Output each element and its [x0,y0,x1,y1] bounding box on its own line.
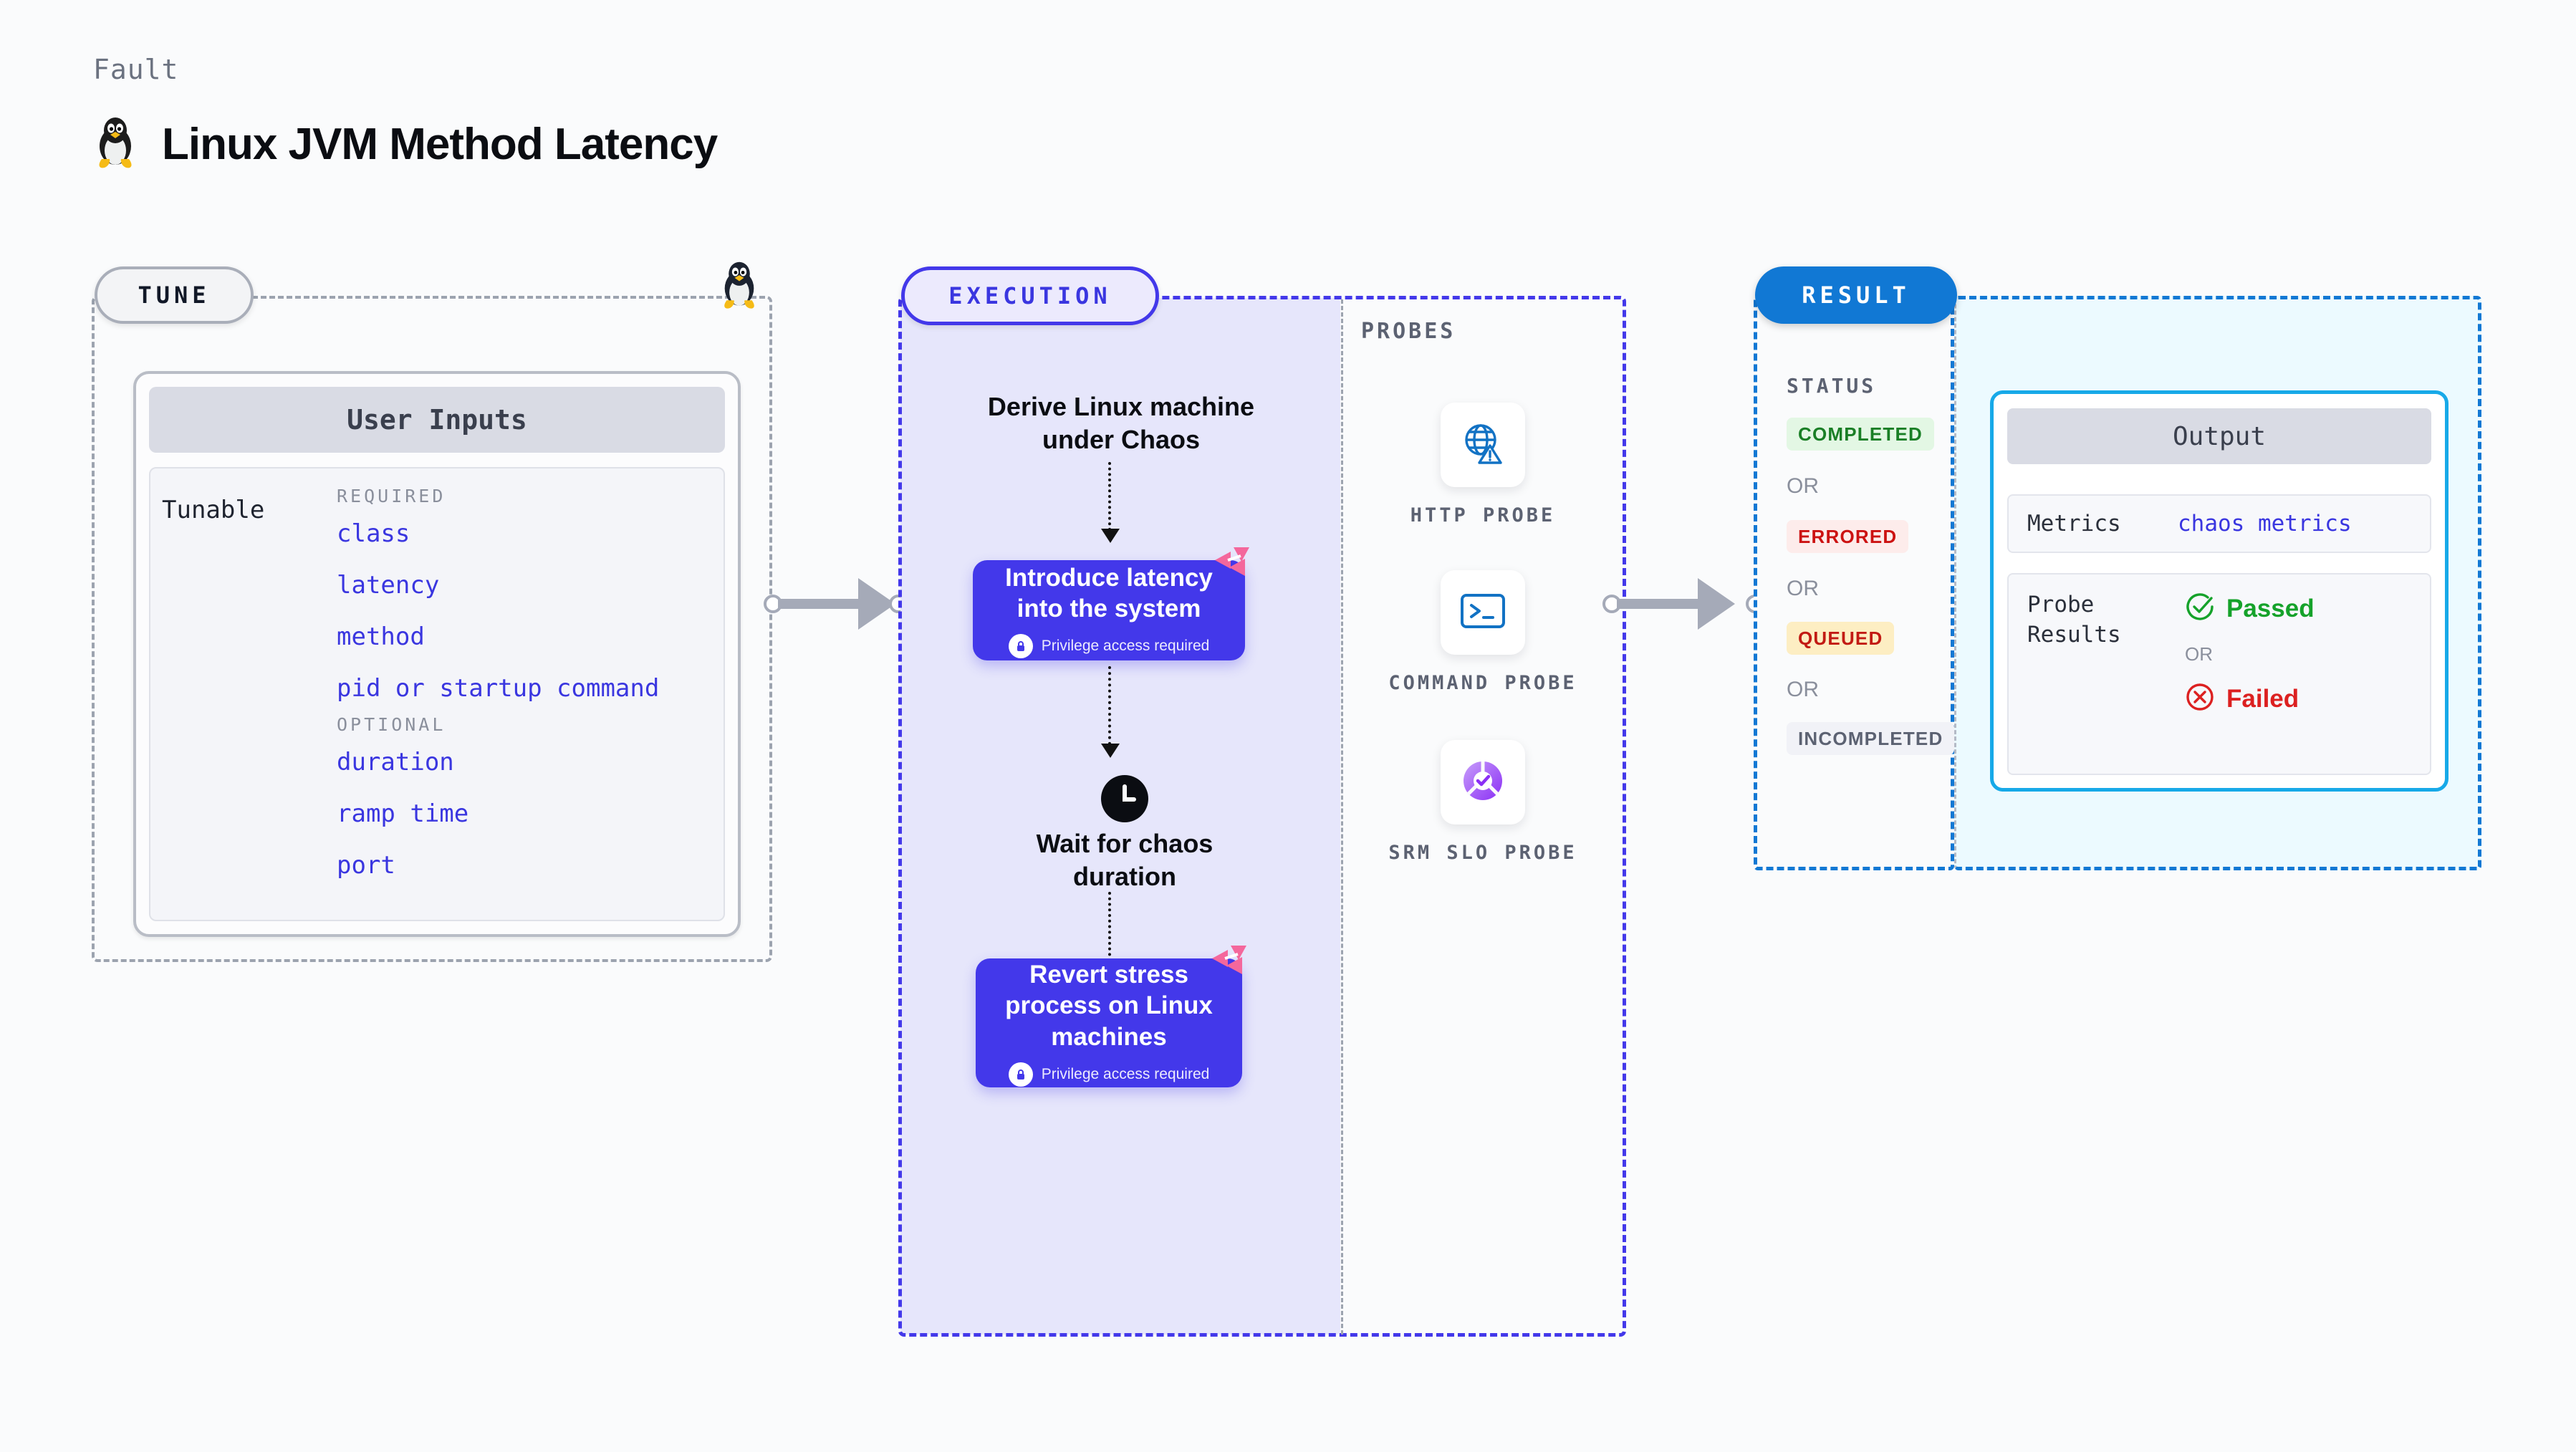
derive-machine-text: Derive Linux machine under Chaos [987,392,1255,455]
probe-results-row: Probe Results Passed OR Failed [2007,573,2431,775]
flow-arrow-2 [1101,744,1120,758]
terminal-prompt-icon [1459,591,1506,635]
param-latency[interactable]: latency [337,571,440,600]
param-duration[interactable]: duration [337,748,454,777]
status-or-2: OR [1787,577,1819,600]
connector-shaft-2 [1617,599,1704,609]
output-title: Output [2007,408,2431,464]
probe-result-or: OR [2185,643,2213,665]
step-1-title: Introduce latency into the system [1005,563,1213,622]
status-badge-completed: COMPLETED [1787,418,1935,451]
step-1-privilege-note: Privilege access required [1041,638,1210,655]
probe-srm-slo[interactable]: SRM SLO PROBE [1383,740,1583,865]
probe-srm-slo-caption: SRM SLO PROBE [1388,842,1577,864]
param-pid-or-startup-command[interactable]: pid or startup command [337,674,660,703]
tunable-box [149,467,725,921]
passed-label: Passed [2226,594,2315,622]
clock-icon [1101,775,1148,822]
param-port[interactable]: port [337,851,395,880]
connector-shaft-1 [778,599,864,609]
status-or-3: OR [1787,678,1819,701]
tune-section-frame [92,296,772,962]
metrics-label: Metrics [2027,511,2121,537]
metrics-row: Metrics chaos metrics [2007,494,2431,553]
lock-icon [1008,1062,1033,1087]
flow-line-3 [1108,892,1111,967]
fault-kicker-label: Fault [93,54,179,85]
wait-duration-text: Wait for chaos duration [1036,829,1213,892]
execution-section-frame [898,296,1626,1337]
param-class[interactable]: class [337,519,410,548]
probe-command[interactable]: COMMAND PROBE [1383,570,1583,696]
result-section-pill: RESULT [1755,266,1957,324]
probe-command-card[interactable] [1441,570,1525,655]
required-group-heading: REQUIRED [337,486,446,506]
optional-group-heading: OPTIONAL [337,714,446,735]
slo-check-icon [1459,757,1506,808]
globe-warning-icon [1459,420,1506,471]
param-ramp-time[interactable]: ramp time [337,799,469,828]
step-2-title: Revert stress process on Linux machines [1005,960,1213,1051]
metrics-value[interactable]: chaos metrics [2178,511,2352,537]
step-2-privilege-row: Privilege access required [1008,1062,1210,1087]
status-badge-errored: ERRORED [1787,520,1909,553]
param-method[interactable]: method [337,622,425,651]
probes-section-label: PROBES [1361,319,1456,344]
probe-command-caption: COMMAND PROBE [1388,672,1577,694]
tune-section-pill: TUNE [95,266,254,324]
page-title-row: Linux JVM Method Latency [93,115,718,174]
flow-line-1 [1108,462,1111,531]
failed-label: Failed [2226,684,2299,713]
x-circle-icon [2185,682,2215,716]
probe-results-label: Probe Results [2027,592,2121,648]
status-label: STATUS [1787,374,1877,398]
tune-linux-marker-icon [718,259,761,314]
probe-http-caption: HTTP PROBE [1410,504,1556,527]
execution-section-pill: EXECUTION [901,266,1159,325]
lock-icon [1008,634,1033,659]
status-badge-queued: QUEUED [1787,622,1895,655]
user-inputs-title: User Inputs [149,387,725,453]
chaos-logo-badge-icon [1209,944,1251,981]
probes-divider [1341,299,1343,1335]
step-revert-stress[interactable]: Revert stress process on Linux machines … [976,958,1242,1087]
status-or-1: OR [1787,474,1819,498]
page-title: Linux JVM Method Latency [162,120,718,169]
probe-result-passed: Passed [2185,592,2315,625]
check-circle-icon [2185,592,2215,625]
flow-arrow-1 [1101,529,1120,543]
status-badge-incompleted: INCOMPLETED [1787,722,1955,755]
step-1-privilege-row: Privilege access required [1008,634,1210,659]
step-2-privilege-note: Privilege access required [1041,1066,1210,1083]
probe-srm-slo-card[interactable] [1441,740,1525,824]
probe-http-card[interactable] [1441,403,1525,487]
probe-http[interactable]: HTTP PROBE [1383,403,1583,528]
tunable-label: Tunable [162,496,265,524]
chaos-logo-badge-icon [1212,546,1254,583]
flow-line-2 [1108,666,1111,745]
result-status-frame [1754,296,1954,870]
tunable-params-list: REQUIRED class latency method pid or sta… [337,486,709,903]
step-introduce-latency[interactable]: Introduce latency into the system Privil… [973,560,1245,660]
connector-arrow-2 [1698,578,1735,630]
linux-penguin-icon [93,115,138,174]
probe-result-failed: Failed [2185,682,2299,716]
